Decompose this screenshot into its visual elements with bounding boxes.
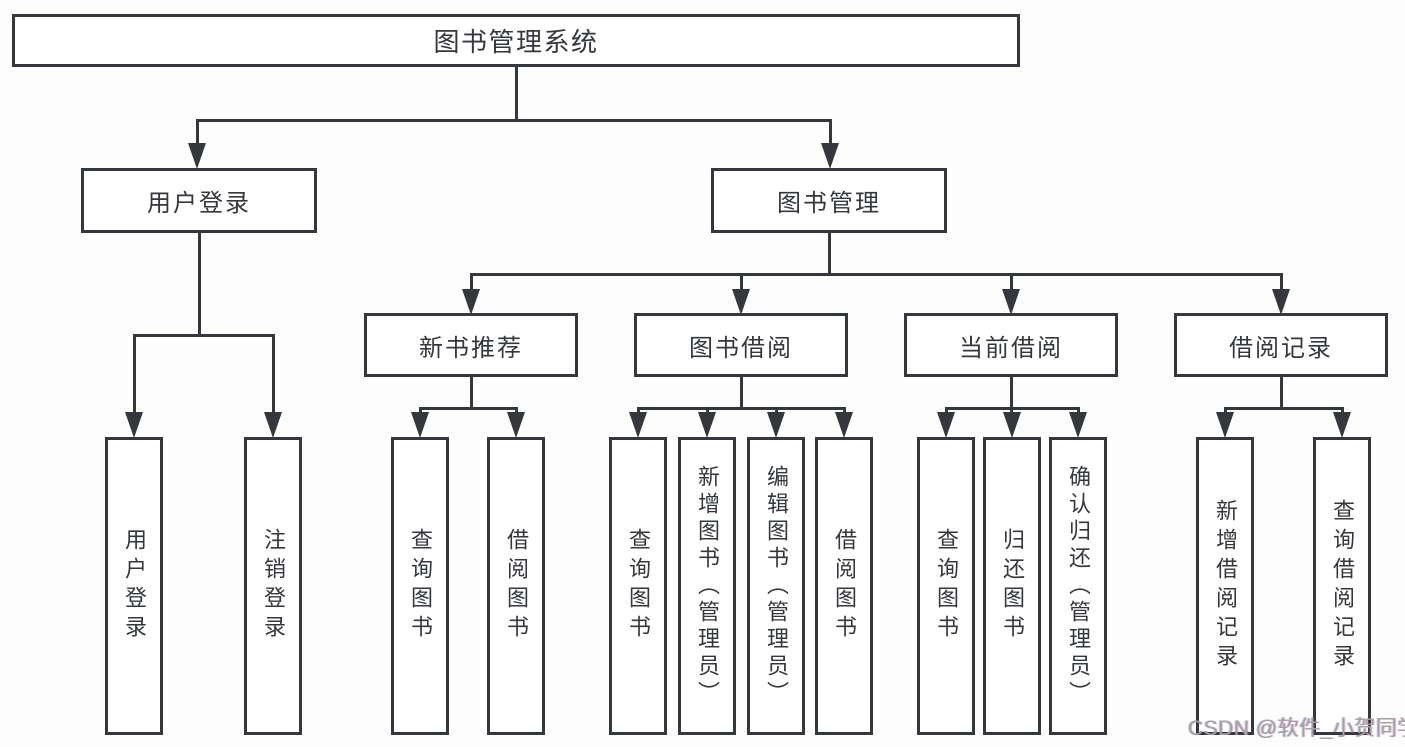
connector-root-drop-right (829, 119, 832, 147)
leaf-borrow-books-1: 借阅图书 (487, 437, 545, 735)
connector-userlogin-drop-1 (133, 334, 136, 412)
connector-mgmt-drop-3 (1010, 273, 1013, 293)
connector-newbook-stem (470, 377, 473, 407)
connector-mgmt-drop-2 (740, 273, 743, 293)
arrow-to-book-borrow (732, 289, 750, 315)
arrow-to-leaf-query-books-2 (629, 412, 647, 438)
connector-root-stem (515, 67, 518, 119)
connector-records-bar (1224, 407, 1344, 410)
leaf-add-book-admin: 新增图书（管理员） (678, 437, 736, 735)
connector-newbook-bar (419, 407, 518, 410)
arrow-to-leaf-edit-book (767, 412, 785, 438)
connector-borrow-drop-4 (843, 407, 846, 415)
leaf-return-books: 归还图书 (983, 437, 1041, 735)
node-new-book-recommend: 新书推荐 (364, 313, 578, 377)
connector-records-drop-2 (1341, 407, 1344, 415)
connector-mgmt-drop-4 (1280, 273, 1283, 293)
connector-records-stem (1280, 377, 1283, 407)
connector-newbook-drop-2 (515, 407, 518, 415)
connector-current-drop-3 (1077, 407, 1080, 415)
connector-newbook-drop-1 (419, 407, 422, 415)
leaf-borrow-books-2: 借阅图书 (815, 437, 873, 735)
leaf-confirm-return-admin: 确认归还（管理员） (1049, 437, 1107, 735)
leaf-add-borrow-record: 新增借阅记录 (1196, 437, 1254, 735)
connector-borrow-drop-3 (775, 407, 778, 415)
leaf-edit-book-admin: 编辑图书（管理员） (747, 437, 805, 735)
arrow-to-new-book-recommend (462, 289, 480, 315)
arrow-to-leaf-logout (264, 412, 282, 438)
arrow-to-leaf-add-book (698, 412, 716, 438)
connector-current-stem (1010, 377, 1013, 407)
csdn-watermark: CSDN @软件_小贺同学 (1188, 717, 1405, 740)
connector-userlogin-bar (133, 334, 275, 337)
arrow-to-leaf-query-record (1333, 412, 1351, 438)
leaf-user-login: 用户登录 (105, 437, 163, 735)
arrow-to-leaf-query-books-1 (411, 412, 429, 438)
node-book-management: 图书管理 (711, 168, 947, 233)
arrow-to-leaf-borrow-books-1 (507, 412, 525, 438)
connector-borrow-bar (637, 407, 846, 410)
node-book-borrow: 图书借阅 (634, 313, 848, 377)
leaf-query-books-1: 查询图书 (391, 437, 449, 735)
arrow-to-borrow-records (1272, 289, 1290, 315)
connector-current-drop-2 (1010, 407, 1013, 415)
arrow-to-leaf-confirm-return (1069, 412, 1087, 438)
connector-borrow-stem (740, 377, 743, 407)
leaf-query-borrow-record: 查询借阅记录 (1313, 437, 1371, 735)
connector-root-bar (196, 119, 832, 122)
connector-root-drop-left (196, 119, 199, 147)
arrow-to-leaf-return-books (1003, 412, 1021, 438)
connector-records-drop-1 (1224, 407, 1227, 415)
connector-current-drop-1 (945, 407, 948, 415)
connector-mgmt-drop-1 (470, 273, 473, 293)
arrow-to-current-borrow (1002, 289, 1020, 315)
node-user-login: 用户登录 (81, 168, 317, 233)
leaf-query-books-3: 查询图书 (917, 437, 975, 735)
leaf-logout-login: 注销登录 (244, 437, 302, 735)
arrow-to-leaf-query-books-3 (937, 412, 955, 438)
connector-mgmt-stem (828, 233, 831, 273)
arrow-to-leaf-borrow-books-2 (835, 412, 853, 438)
node-borrow-records: 借阅记录 (1174, 313, 1388, 377)
connector-userlogin-drop-2 (272, 334, 275, 412)
connector-borrow-drop-2 (706, 407, 709, 415)
connector-userlogin-stem (198, 233, 201, 334)
leaf-query-books-2: 查询图书 (609, 437, 667, 735)
arrow-to-book-management (821, 143, 839, 169)
arrow-to-leaf-add-record (1216, 412, 1234, 438)
arrow-to-leaf-user-login (125, 412, 143, 438)
connector-borrow-drop-1 (637, 407, 640, 415)
node-root-library-system: 图书管理系统 (12, 14, 1020, 67)
connector-mgmt-bar (470, 273, 1282, 276)
node-current-borrow: 当前借阅 (904, 313, 1118, 377)
arrow-to-user-login (188, 143, 206, 169)
